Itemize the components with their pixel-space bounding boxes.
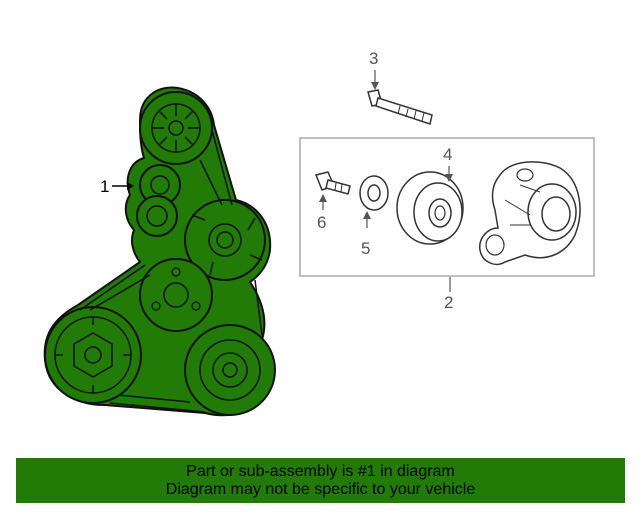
svg-text:6: 6 <box>317 213 326 232</box>
footer-line-2: Diagram may not be specific to your vehi… <box>165 480 476 498</box>
callout-5: 5 <box>361 211 371 258</box>
callout-4: 4 <box>443 145 453 182</box>
tensioner-assembly-box <box>299 137 595 277</box>
svg-text:3: 3 <box>369 49 378 68</box>
alternator-pulley <box>184 324 276 416</box>
long-bolt-part-3 <box>367 89 433 125</box>
idler-pulley-left <box>136 195 178 237</box>
svg-text:4: 4 <box>443 145 452 164</box>
parts-diagram: 1 3 6 5 4 <box>43 49 595 417</box>
belt-tensioner <box>479 161 581 266</box>
callout-1: 1 <box>100 177 134 196</box>
callout-3: 3 <box>369 49 379 90</box>
callout-6: 6 <box>317 194 327 232</box>
svg-text:5: 5 <box>361 239 370 258</box>
footer-banner: Part or sub-assembly is #1 in diagram Di… <box>16 458 625 503</box>
callout-2: 2 <box>444 277 453 312</box>
serpentine-belt-assembly[interactable] <box>43 86 276 417</box>
washer-part-5 <box>359 175 389 211</box>
crankshaft-pulley <box>44 306 142 404</box>
svg-text:2: 2 <box>444 293 453 312</box>
middle-pulley <box>139 258 213 332</box>
svg-text:1: 1 <box>100 177 109 196</box>
idler-pulley-part-4 <box>396 171 464 245</box>
top-pulley <box>139 91 213 165</box>
flange-bolt-part-6 <box>314 171 351 195</box>
footer-line-1: Part or sub-assembly is #1 in diagram <box>186 462 455 480</box>
